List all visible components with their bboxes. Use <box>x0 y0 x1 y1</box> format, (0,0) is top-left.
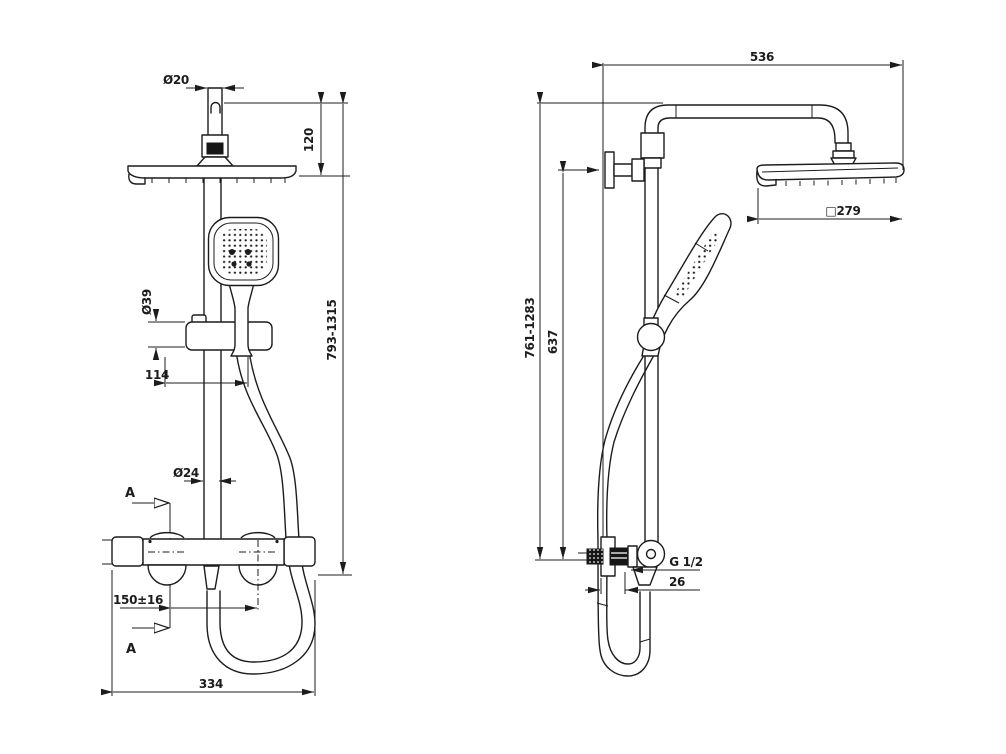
front-view: A A <box>101 73 352 696</box>
dim-wall-offset: 26 <box>585 572 700 594</box>
side-nozzle-ticks <box>785 178 897 186</box>
svg-text:114: 114 <box>145 368 169 382</box>
left-knob <box>147 564 187 586</box>
dim-bracket-height: 637 <box>546 161 599 559</box>
front-dimensions: Ø20 120 793-1315 Ø39 <box>101 73 352 696</box>
svg-text:150±16: 150±16 <box>113 593 163 607</box>
side-view: 536 □279 761-1283 637 G 1/2 <box>523 50 905 677</box>
rail-holder-knob <box>636 322 666 352</box>
dim-head-width: □279 <box>747 204 902 223</box>
svg-text:120: 120 <box>302 128 316 152</box>
dim-slider-diameter: Ø39 <box>140 289 185 360</box>
dim-arm-reach: 536 <box>592 50 902 69</box>
nozzle-ticks <box>151 178 286 183</box>
bracket-plate <box>604 151 615 189</box>
dim-outlet-thread: G 1/2 <box>631 555 703 574</box>
dim-valve-centers: 150±16 <box>113 593 257 612</box>
svg-text:536: 536 <box>750 50 774 64</box>
slider-bracket <box>185 314 273 351</box>
valve-right-cap <box>283 536 316 567</box>
filter-block <box>609 547 629 566</box>
dim-head-height: 120 <box>302 92 325 175</box>
side-dimensions: 536 □279 761-1283 637 G 1/2 <box>523 50 904 594</box>
svg-text:□279: □279 <box>825 204 860 218</box>
svg-text:793-1315: 793-1315 <box>325 299 339 360</box>
svg-text:G 1/2: G 1/2 <box>669 555 703 569</box>
side-overhead-head <box>756 162 905 187</box>
hand-shower <box>207 216 280 357</box>
dim-overall-height-range: 761-1283 <box>523 92 544 559</box>
section-label-bottom: A <box>126 642 136 657</box>
shower-hose <box>206 356 316 675</box>
svg-text:Ø39: Ø39 <box>140 289 154 315</box>
dim-rail-height-range: 793-1315 <box>325 92 347 574</box>
overhead-shower-head <box>127 165 297 185</box>
head-collar <box>196 134 234 167</box>
wand-spray-dots <box>674 231 721 299</box>
svg-text:761-1283: 761-1283 <box>523 297 537 358</box>
dim-pipe-diameter: Ø24 <box>173 466 236 485</box>
valve-side-knob <box>636 539 666 569</box>
wall-bracket <box>604 151 645 189</box>
svg-text:637: 637 <box>546 330 560 354</box>
thermostatic-valve <box>102 531 316 612</box>
side-hand-shower <box>636 212 732 357</box>
valve-outlet-cone <box>203 565 220 590</box>
hand-shower-handle <box>228 282 255 357</box>
svg-text:26: 26 <box>669 575 685 589</box>
svg-text:Ø20: Ø20 <box>163 73 189 87</box>
section-label-top: A <box>125 486 135 501</box>
svg-text:334: 334 <box>199 677 223 691</box>
arm-joint <box>835 142 852 152</box>
svg-text:Ø24: Ø24 <box>173 466 199 480</box>
valve-left-cap <box>111 536 144 567</box>
dim-overall-width: 334 <box>101 570 316 696</box>
left-knob-top <box>149 531 185 539</box>
dim-head-pipe-diameter: Ø20 <box>163 73 244 92</box>
right-knob-top <box>240 531 276 539</box>
spray-face-dots <box>220 229 267 274</box>
dim-slider-offset: 114 <box>145 357 249 387</box>
knurled-nut <box>586 548 604 565</box>
